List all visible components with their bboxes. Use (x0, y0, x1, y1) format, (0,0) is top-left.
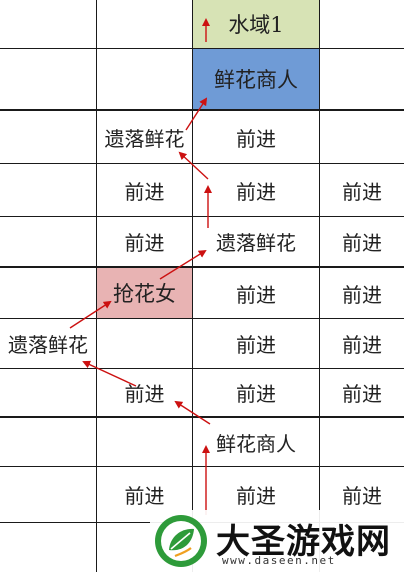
map-cell-flower-merchant: 鲜花商人 (193, 49, 319, 109)
map-cell-forward: 前进 (236, 179, 276, 204)
map-cell-flower-thief: 抢花女 (97, 268, 192, 318)
map-cell-forward: 前进 (124, 382, 165, 406)
leaf-logo-icon (155, 515, 207, 567)
map-cell-forward: 前进 (236, 333, 276, 357)
map-cell-forward: 前进 (342, 282, 382, 307)
map-cell-forward: 前进 (342, 179, 382, 204)
grid-line (0, 466, 404, 467)
grid-line (319, 0, 320, 572)
map-cell-forward: 前进 (236, 282, 276, 307)
map-cell-forward: 前进 (236, 382, 276, 406)
grid-line (0, 216, 404, 217)
grid-line (0, 48, 404, 49)
map-cell-lost-flower: 遗落鲜花 (216, 231, 296, 255)
map-cell-forward: 前进 (124, 484, 165, 508)
map-cell-forward: 前进 (124, 231, 165, 255)
grid-line (192, 0, 193, 572)
grid-line (0, 368, 404, 369)
map-cell-lost-flower: 遗落鲜花 (8, 333, 88, 357)
watermark-title: 大圣游戏网 (216, 522, 391, 562)
map-cell-lost-flower: 遗落鲜花 (104, 126, 185, 151)
site-watermark: 大圣游戏网 www.daseen.net (150, 510, 404, 572)
map-cell-forward: 前进 (342, 333, 382, 357)
map-cell-forward: 前进 (236, 484, 276, 508)
map-cell-forward: 前进 (124, 179, 165, 204)
map-cell-flower-merchant: 鲜花商人 (216, 431, 296, 456)
map-cell-forward: 前进 (342, 231, 382, 255)
watermark-url: www.daseen.net (222, 554, 336, 567)
map-cell-forward: 前进 (236, 126, 276, 151)
map-cell-forward: 前进 (342, 382, 382, 406)
grid-line (0, 318, 404, 319)
map-cell-water-1: 水域1 (193, 0, 319, 48)
grid-line (96, 0, 97, 572)
map-cell-forward: 前进 (342, 484, 382, 508)
